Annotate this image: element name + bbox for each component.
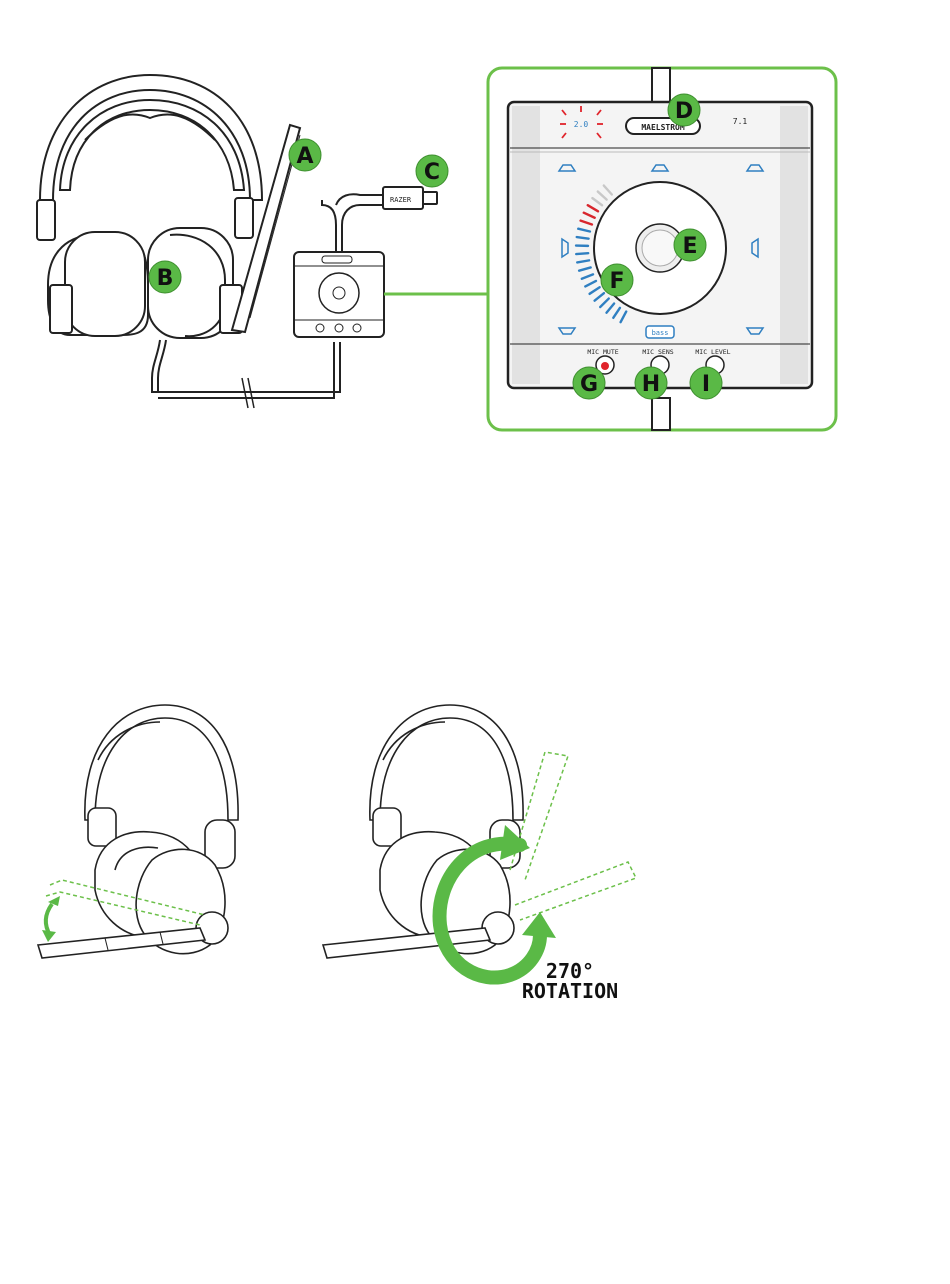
callout-h-label: H: [642, 372, 660, 397]
callout-a-label: A: [296, 144, 313, 169]
control-unit-small: [294, 187, 437, 337]
mic-mute-label: MIC MUTE: [587, 348, 618, 356]
mic-level-label: MIC LEVEL: [695, 348, 730, 356]
tilt-arrow-icon: [42, 896, 60, 942]
callout-e: E: [674, 229, 706, 261]
callout-f: F: [601, 264, 633, 296]
callout-g-label: G: [580, 372, 598, 397]
callout-d: D: [668, 94, 700, 126]
callout-d-label: D: [675, 99, 693, 124]
level-tick: [576, 253, 588, 254]
callout-e-label: E: [682, 234, 697, 259]
callout-i: I: [690, 367, 722, 399]
bass-button[interactable]: bass: [652, 329, 669, 337]
callout-h: H: [635, 367, 667, 399]
callout-f-label: F: [609, 269, 624, 294]
mode-text: 7.1: [733, 117, 748, 126]
callout-c-label: C: [424, 160, 440, 185]
callout-b: B: [149, 261, 181, 293]
callout-b-label: B: [157, 266, 174, 291]
headset-mic-tilt: [38, 705, 238, 958]
level-tick: [577, 237, 589, 239]
callout-g: G: [573, 367, 605, 399]
headset-mic-rotation: [323, 705, 523, 958]
callout-c: C: [416, 155, 448, 187]
rotation-label: ROTATION: [522, 979, 618, 1003]
mic-sens-label: MIC SENS: [642, 348, 673, 356]
mic-ghost-side: [515, 862, 636, 920]
usb-plug-text: RAZER: [390, 196, 412, 204]
callout-a: A: [289, 139, 321, 171]
headset-illustration: [37, 75, 340, 408]
mode-indicator-text: 2.0: [574, 120, 589, 129]
callout-i-label: I: [702, 372, 710, 397]
